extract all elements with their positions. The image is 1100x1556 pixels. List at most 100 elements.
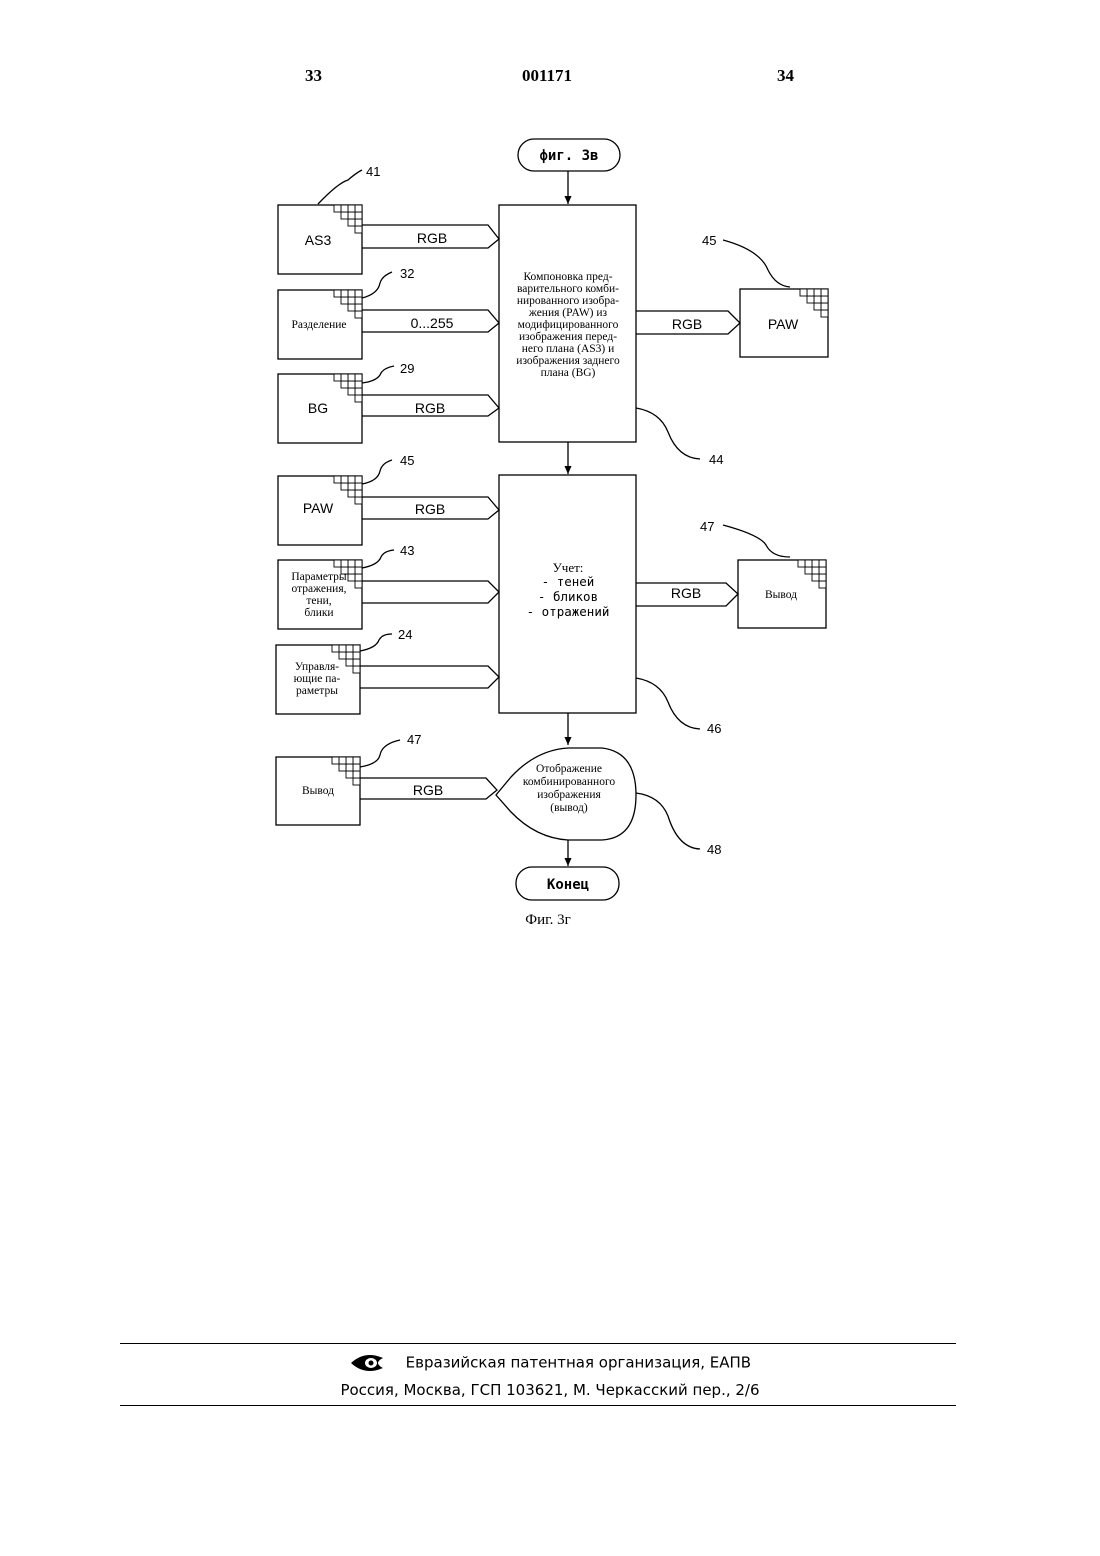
params-line: блики bbox=[304, 607, 333, 619]
document-corner-grid-cell bbox=[348, 490, 355, 497]
document-corner-grid-cell bbox=[346, 757, 353, 764]
ref-numeral: 32 bbox=[400, 266, 414, 281]
footer-org: Евразийская патентная организация, ЕАПВ bbox=[406, 1354, 751, 1372]
document-corner-grid-cell bbox=[355, 205, 362, 212]
document-corner-grid-cell bbox=[353, 666, 360, 673]
document-corner-grid-cell bbox=[348, 290, 355, 297]
footer-org-line: Евразийская патентная организация, ЕАПВ bbox=[0, 1352, 1100, 1374]
document-corner-grid-cell bbox=[341, 560, 348, 567]
document-corner-grid-cell bbox=[355, 483, 362, 490]
document-corner-grid-cell bbox=[798, 560, 805, 567]
document-corner-grid-cell bbox=[814, 296, 821, 303]
display-line: (вывод) bbox=[550, 802, 588, 814]
ref-numeral: 43 bbox=[400, 543, 414, 558]
document-corner-grid-cell bbox=[355, 395, 362, 402]
document-corner-grid-cell bbox=[339, 652, 346, 659]
document-corner-grid-cell bbox=[334, 374, 341, 381]
document-corner-grid-cell bbox=[355, 226, 362, 233]
block1-line: плана (BG) bbox=[541, 367, 596, 379]
block1-line: изображения перед- bbox=[519, 331, 617, 343]
document-corner-grid-cell bbox=[339, 757, 346, 764]
document-corner-grid-cell bbox=[819, 574, 826, 581]
block2-line: - теней bbox=[542, 574, 595, 589]
document-corner-grid-cell bbox=[355, 476, 362, 483]
document-corner-grid-cell bbox=[346, 652, 353, 659]
document-corner-grid-cell bbox=[819, 560, 826, 567]
block2-line: - отражений bbox=[527, 604, 610, 619]
ref-numeral: 47 bbox=[407, 732, 421, 747]
block1-line: жения (PAW) из bbox=[528, 307, 608, 319]
document-corner-grid-cell bbox=[355, 297, 362, 304]
signal-label: RGB bbox=[417, 230, 447, 246]
block1-line: Компоновка пред- bbox=[523, 271, 612, 283]
document-corner-grid-cell bbox=[812, 567, 819, 574]
document-corner-grid-cell bbox=[339, 645, 346, 652]
document-corner-grid-cell bbox=[355, 311, 362, 318]
end-terminal-label: Конец bbox=[547, 877, 589, 893]
ref-numeral: 24 bbox=[398, 627, 412, 642]
document-corner-grid-cell bbox=[821, 303, 828, 310]
document-corner-grid-cell bbox=[355, 574, 362, 581]
document-corner-grid-cell bbox=[819, 581, 826, 588]
display-text: Отображение комбинированного изображения… bbox=[523, 763, 615, 814]
display-line: изображения bbox=[537, 789, 601, 801]
footer-top-rule bbox=[120, 1343, 956, 1344]
signal-label: RGB bbox=[415, 501, 445, 517]
footer-address: Россия, Москва, ГСП 103621, М. Черкасски… bbox=[0, 1381, 1100, 1399]
document-corner-grid-cell bbox=[355, 490, 362, 497]
display-line: комбинированного bbox=[523, 776, 615, 788]
document-corner-grid-cell bbox=[341, 297, 348, 304]
document-corner-grid-cell bbox=[348, 476, 355, 483]
document-corner-grid-cell bbox=[348, 381, 355, 388]
document-corner-grid-cell bbox=[355, 497, 362, 504]
document-corner-grid-cell bbox=[355, 388, 362, 395]
ref-numeral: 29 bbox=[400, 361, 414, 376]
document-corner-grid-cell bbox=[346, 771, 353, 778]
document-corner-grid-cell bbox=[341, 212, 348, 219]
document-corner-grid-cell bbox=[807, 289, 814, 296]
ref-numeral: 48 bbox=[707, 842, 721, 857]
document-corner-grid-cell bbox=[353, 659, 360, 666]
document-corner-grid-cell bbox=[821, 310, 828, 317]
document-corner-grid-cell bbox=[341, 476, 348, 483]
block2-line: - бликов bbox=[538, 589, 598, 604]
document-corner-grid-cell bbox=[355, 567, 362, 574]
document-corner-grid-cell bbox=[348, 388, 355, 395]
document-corner-grid-cell bbox=[355, 304, 362, 311]
signal-label: RGB bbox=[671, 585, 701, 601]
params-line: Параметры bbox=[291, 571, 347, 583]
control-line: раметры bbox=[296, 685, 338, 697]
document-corner-grid-cell bbox=[348, 567, 355, 574]
output-out-label: Вывод bbox=[765, 589, 797, 601]
document-corner-grid-cell bbox=[348, 304, 355, 311]
params-line: отражения, bbox=[292, 583, 347, 595]
separation-label: Разделение bbox=[291, 319, 346, 331]
document-corner-grid-cell bbox=[334, 205, 341, 212]
bg-label: BG bbox=[308, 400, 328, 416]
ref-numeral: 46 bbox=[707, 721, 721, 736]
document-corner-grid-cell bbox=[348, 205, 355, 212]
signal-label: RGB bbox=[413, 782, 443, 798]
document-corner-grid-cell bbox=[346, 764, 353, 771]
document-corner-grid-cell bbox=[334, 476, 341, 483]
block1-text: Компоновка пред- варительного комби- нир… bbox=[516, 271, 620, 379]
document-corner-grid-cell bbox=[353, 645, 360, 652]
flowchart-diagram: фиг. 3в Конец Фиг. 3г Компоновка пред- в… bbox=[0, 0, 1100, 1000]
document-corner-grid-cell bbox=[341, 205, 348, 212]
control-line: Управля- bbox=[295, 661, 339, 673]
eapo-logo-icon bbox=[349, 1352, 387, 1374]
document-corner-grid-cell bbox=[355, 381, 362, 388]
paw-in-label: PAW bbox=[303, 500, 334, 516]
document-corner-grid-cell bbox=[812, 560, 819, 567]
block2-text: Учет: - теней - бликов - отражений bbox=[527, 560, 610, 619]
document-corner-grid-cell bbox=[348, 219, 355, 226]
output-in-label: Вывод bbox=[302, 785, 334, 797]
footer-bottom-rule bbox=[120, 1405, 956, 1406]
document-corner-grid-cell bbox=[814, 303, 821, 310]
document-corner-grid-cell bbox=[805, 567, 812, 574]
paw-out-label: PAW bbox=[768, 316, 799, 332]
block1-line: варительного комби- bbox=[517, 283, 619, 295]
document-corner-grid-cell bbox=[812, 574, 819, 581]
signal-label: 0...255 bbox=[411, 315, 454, 331]
